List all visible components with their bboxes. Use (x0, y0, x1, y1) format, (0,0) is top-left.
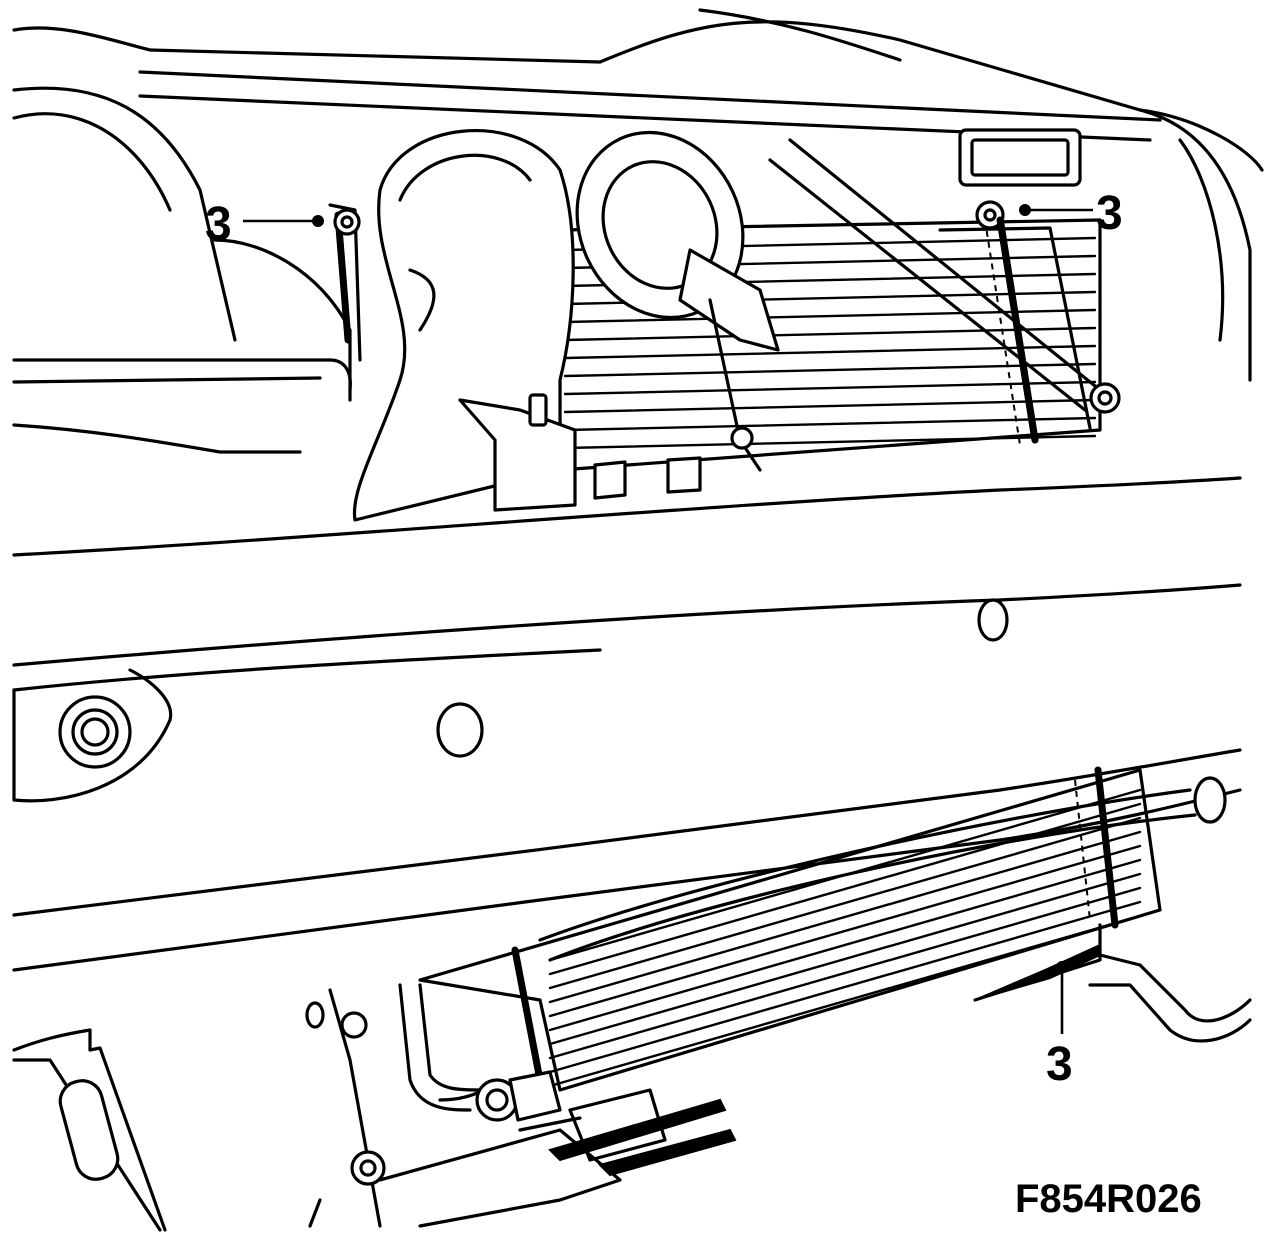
upper-right-mount (975, 200, 1039, 444)
radiator-fin (563, 416, 1097, 432)
cooler-fin (548, 816, 1142, 990)
cooler-fin (548, 872, 1142, 1046)
cooler-fin (548, 914, 1142, 1088)
cooler-pipe-fitting (378, 983, 737, 1228)
radiator-fin (563, 308, 1097, 324)
cooler-fin (548, 900, 1142, 1074)
lower-left-bracket (12, 988, 386, 1232)
radiator-fin (563, 362, 1097, 378)
cooler-fin (548, 886, 1142, 1060)
callout-label: 3 (205, 198, 232, 251)
cooler-fin (548, 830, 1142, 1004)
callout-label: 3 (1046, 1038, 1073, 1091)
horn (575, 130, 780, 472)
air-intake-duct (352, 129, 702, 522)
bumper-reinforcement-beam (12, 476, 1242, 972)
figure-code: F854R026 (1015, 1177, 1202, 1221)
cooler-fin (548, 844, 1142, 1018)
upper-left-bracket (213, 203, 362, 402)
radiator-fin (563, 326, 1097, 342)
oil-cooler (418, 766, 1162, 1092)
radiator-fin (563, 380, 1097, 396)
radiator-fin (563, 398, 1097, 414)
upper-support-strut (768, 128, 1121, 414)
callout-lower-right: 3 (1046, 961, 1073, 1091)
upper-body-panel (12, 8, 1264, 454)
callout-upper-left: 3 (205, 198, 324, 251)
callout-label: 3 (1096, 187, 1123, 240)
callout-upper-right: 3 (1019, 187, 1123, 240)
cooler-fin (548, 858, 1142, 1032)
radiator-fin (563, 434, 1097, 450)
cooler-fin (548, 802, 1142, 976)
oil-cooler-pipe (538, 776, 1252, 1043)
